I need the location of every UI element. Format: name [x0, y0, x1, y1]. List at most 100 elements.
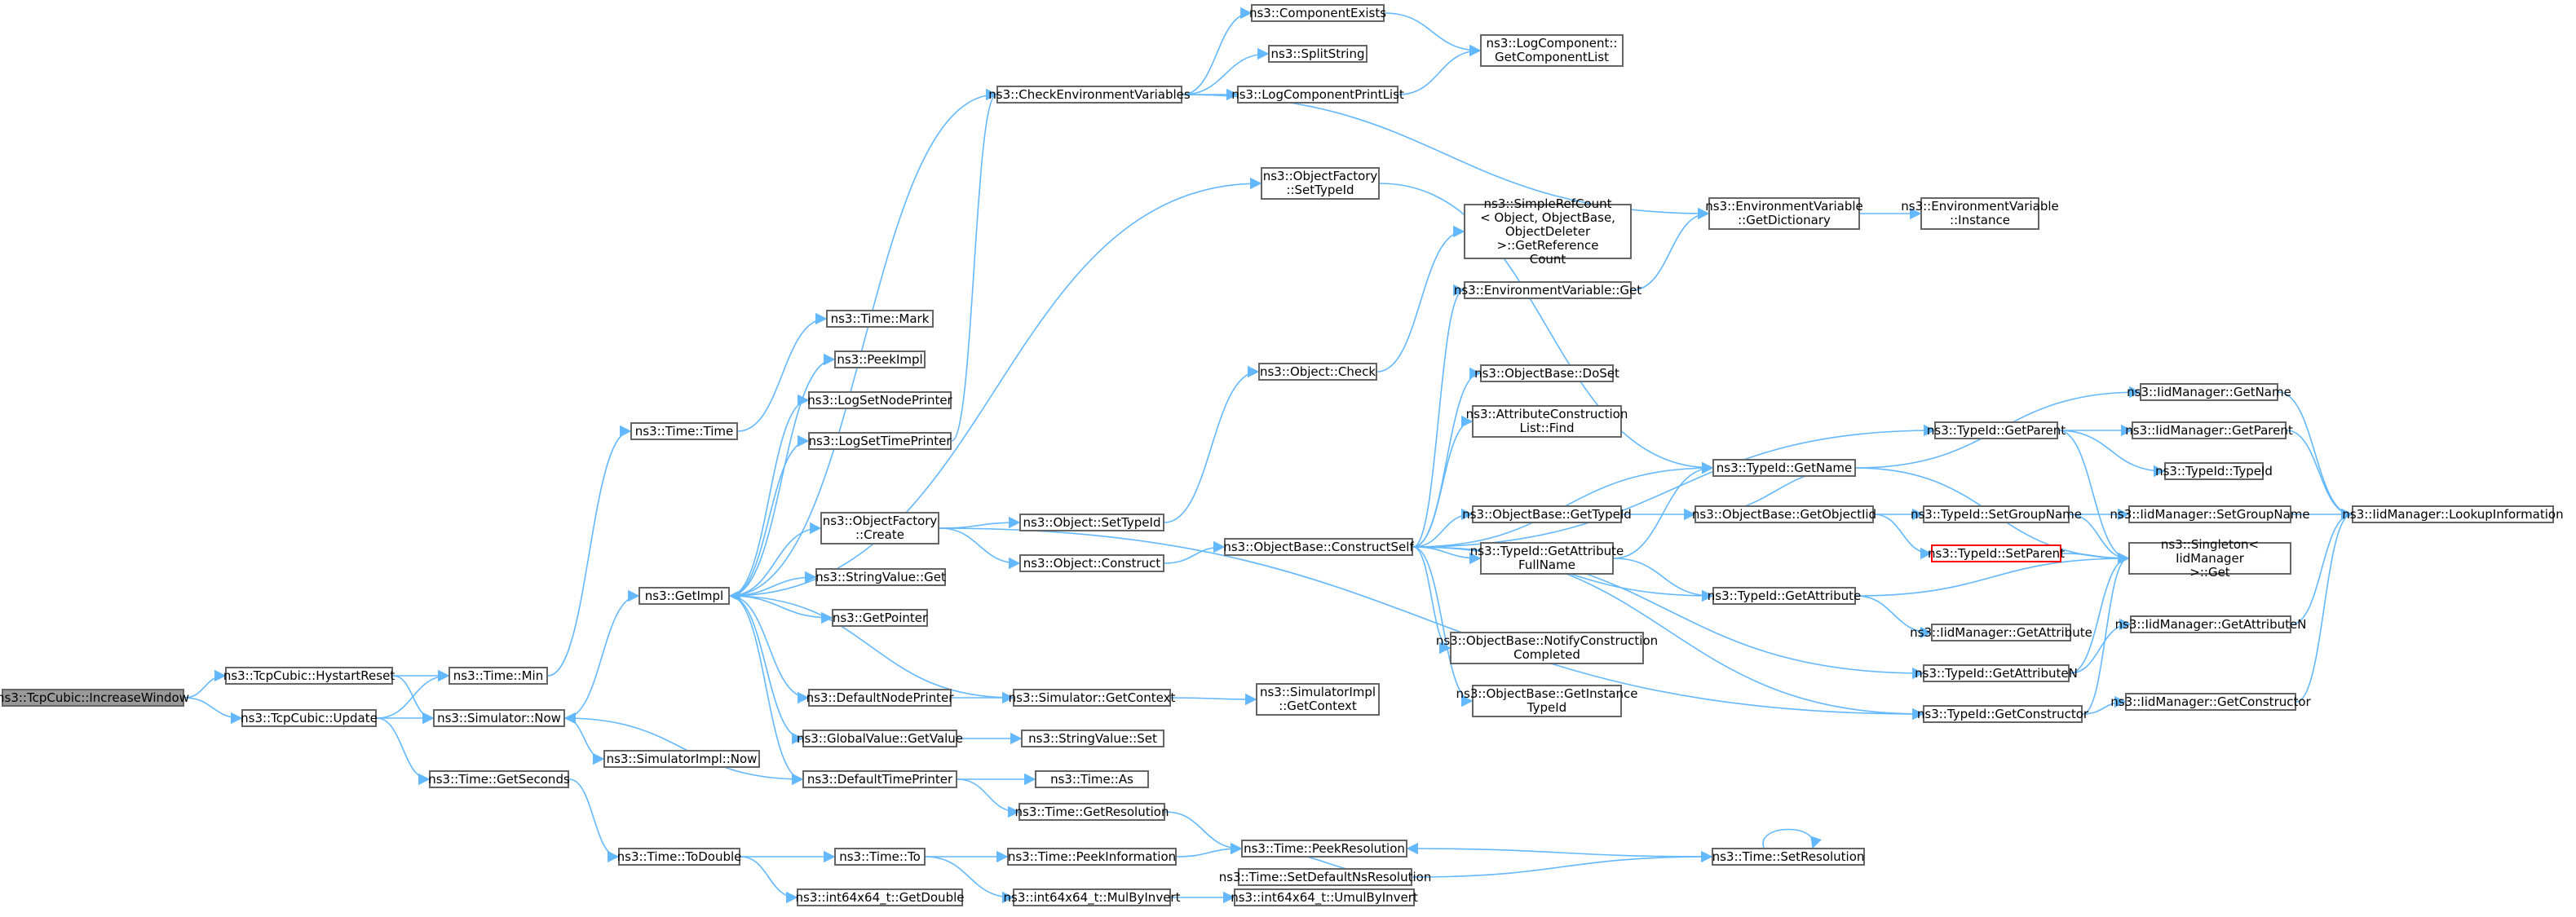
node-getseconds[interactable]: ns3::Time::GetSeconds [428, 770, 570, 788]
edge-simgetctx-to-getimpl [728, 589, 1014, 699]
node-logsetnode[interactable]: ns3::LogSetNodePrinter [807, 391, 952, 409]
node-attrconstr[interactable]: ns3::AttributeConstruction List::Find [1466, 405, 1628, 438]
node-iidlookup[interactable]: ns3::IidManager::LookupInformation [2342, 505, 2564, 523]
node-logcompget[interactable]: ns3::LogComponent:: GetComponentList [1480, 34, 1624, 67]
edge-tidsetparent-to-singletonget [2061, 552, 2130, 565]
node-timesetres[interactable]: ns3::Time::SetResolution [1712, 848, 1865, 866]
edge-update-to-timemin [376, 669, 450, 719]
edge-tidgetattrfull-to-tidgetattr [1613, 558, 1714, 602]
edge-getimpl-to-peekimpl [729, 353, 836, 597]
node-iidgetattrn[interactable]: ns3::IidManager::GetAttributeN [2115, 615, 2306, 633]
node-getpointer[interactable]: ns3::GetPointer [832, 609, 928, 627]
edge-objfactsettid-to-tidgetname [1379, 183, 1714, 474]
node-tidgetattrfull[interactable]: ns3::TypeId::GetAttribute FullName [1470, 542, 1624, 575]
node-envdict[interactable]: ns3::EnvironmentVariable ::GetDictionary [1705, 197, 1863, 230]
node-objbaseconstruct[interactable]: ns3::ObjectBase::ConstructSelf [1223, 538, 1414, 556]
node-getimpl[interactable]: ns3::GetImpl [638, 587, 730, 605]
node-mulbyinv[interactable]: ns3::int64x64_t::MulByInvert [1004, 888, 1180, 906]
node-simplerefcnt[interactable]: ns3::SimpleRefCount < Object, ObjectBase… [1464, 196, 1632, 266]
edge-getseconds-to-todouble [568, 778, 620, 863]
node-deftime[interactable]: ns3::DefaultTimePrinter [802, 770, 957, 788]
node-tidsetgroup[interactable]: ns3::TypeId::SetGroupName [1911, 505, 2082, 523]
node-iidgetctor[interactable]: ns3::IidManager::GetConstructor [2110, 693, 2311, 711]
node-timegetres[interactable]: ns3::Time::GetResolution [1015, 803, 1169, 821]
node-getdouble[interactable]: ns3::int64x64_t::GetDouble [796, 888, 964, 906]
node-umulbyinv[interactable]: ns3::int64x64_t::UmulByInvert [1231, 888, 1418, 906]
edge-getimpl-to-defnode [729, 595, 810, 704]
edge-deftime-to-simnow [563, 712, 803, 780]
node-tidsetparent[interactable]: ns3::TypeId::SetParent [1928, 544, 2065, 562]
edge-objcheck-to-simplerefcnt [1376, 225, 1465, 373]
node-objbasegetoid[interactable]: ns3::ObjectBase::GetObjectIid [1692, 505, 1876, 523]
node-timetime[interactable]: ns3::Time::Time [630, 422, 738, 440]
edge-root-to-update [183, 697, 243, 725]
edge-checkenv-to-splitstring [1182, 47, 1270, 95]
edge-iidgetctor-to-iidlookup [2295, 508, 2353, 703]
node-objbasedoset[interactable]: ns3::ObjectBase::DoSet [1474, 364, 1619, 382]
node-hystart[interactable]: ns3::TcpCubic::HystartReset [223, 667, 395, 685]
edge-timetime-to-timemark [737, 312, 828, 432]
node-update[interactable]: ns3::TcpCubic::Update [241, 709, 378, 727]
node-objbasegettid[interactable]: ns3::ObjectBase::GetTypeId [1462, 505, 1632, 523]
edge-iidgetname-to-iidlookup [2278, 391, 2353, 521]
node-objbasenotify[interactable]: ns3::ObjectBase::NotifyConstruction Comp… [1436, 632, 1658, 664]
edge-checkenv-to-compexists [1182, 7, 1253, 95]
node-timeto[interactable]: ns3::Time::To [834, 848, 926, 866]
node-simimplnow[interactable]: ns3::SimulatorImpl::Now [603, 750, 760, 768]
node-timemark[interactable]: ns3::Time::Mark [826, 310, 934, 328]
edge-objbaseconstruct-to-objbasenotify [1412, 546, 1451, 655]
edge-objfactcreate-to-objsettid [939, 516, 1021, 529]
node-objbasegetinst[interactable]: ns3::ObjectBase::GetInstance TypeId [1456, 685, 1638, 717]
node-strget[interactable]: ns3::StringValue::Get [815, 568, 946, 586]
node-compexists[interactable]: ns3::ComponentExists [1249, 4, 1386, 22]
edge-getimpl-to-checkenv [729, 88, 998, 597]
node-envinst[interactable]: ns3::EnvironmentVariable ::Instance [1901, 197, 2059, 230]
node-timemin[interactable]: ns3::Time::Min [448, 667, 548, 685]
node-timeas[interactable]: ns3::Time::As [1035, 770, 1149, 788]
node-tidgetparent[interactable]: ns3::TypeId::GetParent [1927, 421, 2066, 439]
node-todouble[interactable]: ns3::Time::ToDouble [617, 848, 741, 866]
node-objfactsettid[interactable]: ns3::ObjectFactory ::SetTypeId [1261, 167, 1380, 200]
node-simnow[interactable]: ns3::Simulator::Now [433, 709, 565, 727]
edge-objbaseconstruct-to-objbasegettid [1412, 508, 1474, 548]
node-peekimpl[interactable]: ns3::PeekImpl [834, 350, 926, 368]
node-tidtypeid[interactable]: ns3::TypeId::TypeId [2155, 462, 2273, 480]
node-tidgetattrn[interactable]: ns3::TypeId::GetAttributeN [1915, 664, 2078, 682]
node-tidgetctor[interactable]: ns3::TypeId::GetConstructor [1917, 705, 2088, 723]
node-simgetctx[interactable]: ns3::Simulator::GetContext [1009, 689, 1175, 707]
edge-simgetctx-to-simimplctx [1170, 693, 1257, 706]
node-iidgetattr[interactable]: ns3::IidManager::GetAttribute [1910, 624, 2092, 641]
node-tidgetname[interactable]: ns3::TypeId::GetName [1712, 459, 1856, 477]
node-logcompprint[interactable]: ns3::LogComponentPrintList [1231, 86, 1404, 104]
node-objcheck[interactable]: ns3::Object::Check [1258, 363, 1377, 381]
node-tidgetattr[interactable]: ns3::TypeId::GetAttribute [1708, 587, 1861, 605]
node-iidgetname[interactable]: ns3::IidManager::GetName [2127, 383, 2291, 401]
node-peekinfo[interactable]: ns3::Time::PeekInformation [1007, 848, 1177, 866]
node-peekres[interactable]: ns3::Time::PeekResolution [1241, 840, 1407, 857]
node-envget[interactable]: ns3::EnvironmentVariable::Get [1454, 281, 1641, 299]
node-iidgetparent[interactable]: ns3::IidManager::GetParent [2125, 421, 2293, 439]
node-simimplctx[interactable]: ns3::SimulatorImpl ::GetContext [1256, 683, 1380, 716]
edge-todouble-to-getdouble [740, 856, 798, 904]
edge-update-to-getseconds [376, 717, 431, 786]
node-iidsetgroup[interactable]: ns3::IidManager::SetGroupName [2110, 505, 2310, 523]
node-setdefres[interactable]: ns3::Time::SetDefaultNsResolution [1219, 868, 1431, 886]
edge-timesetres-to-peekres [1406, 842, 1712, 857]
edge-logsettime-to-checkenv [951, 89, 998, 442]
node-objfactcreate[interactable]: ns3::ObjectFactory ::Create [820, 512, 939, 544]
edge-objfactcreate-to-tidgetctor [939, 527, 1924, 721]
node-splitstring[interactable]: ns3::SplitString [1268, 45, 1368, 63]
node-defnode[interactable]: ns3::DefaultNodePrinter [806, 689, 953, 707]
node-objconstruct[interactable]: ns3::Object::Construct [1019, 554, 1164, 572]
edge-setdefres-to-timesetres [1412, 850, 1713, 878]
edge-getimpl-to-logsetnode [729, 394, 810, 597]
node-singletonget[interactable]: ns3::Singleton< IidManager >::Get [2128, 537, 2291, 579]
node-logsettime[interactable]: ns3::LogSetTimePrinter [808, 432, 952, 450]
node-globalget[interactable]: ns3::GlobalValue::GetValue [797, 730, 963, 747]
node-strset[interactable]: ns3::StringValue::Set [1021, 730, 1164, 747]
edge-iidgetparent-to-iidlookup [2286, 430, 2353, 521]
node-objsettid[interactable]: ns3::Object::SetTypeId [1019, 514, 1164, 531]
edge-tidgetparent-to-singletonget [2057, 430, 2130, 565]
node-checkenv[interactable]: ns3::CheckEnvironmentVariables [988, 86, 1191, 104]
